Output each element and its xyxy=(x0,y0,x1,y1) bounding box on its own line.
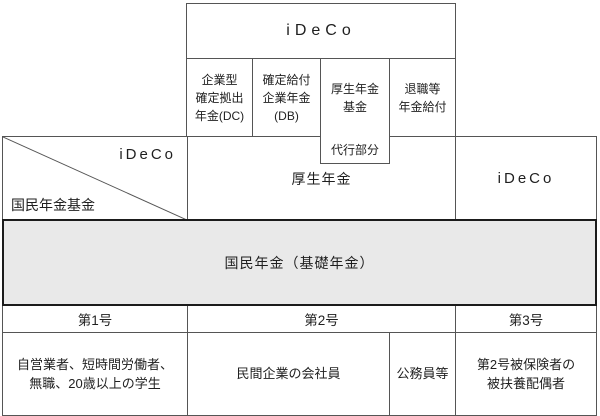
civil-servant-cell: 公務員等 xyxy=(389,332,456,416)
category-no3-cell: 第3号 xyxy=(455,305,597,333)
ideco-spouse-cell: iDeCo xyxy=(455,136,597,221)
diagonal-divider-line xyxy=(3,137,187,220)
daiko-bubun-cell: 代行部分 xyxy=(320,136,390,164)
category-no1-cell: 第1号 xyxy=(2,305,188,333)
retirement-benefit-cell: 退職等 年金給付 xyxy=(389,58,456,137)
corporate-dc-cell: 企業型 確定拠出 年金(DC) xyxy=(186,58,253,137)
self-employed-cell: 自営業者、短時間労働者、 無職、20歳以上の学生 xyxy=(2,332,188,416)
ideco-self-label: iDeCo xyxy=(119,146,176,163)
ideco-kokumin-fund-diagonal-cell: iDeCo 国民年金基金 xyxy=(2,136,188,221)
ideco-top-cell: iDeCo xyxy=(186,3,456,59)
dependent-spouse-cell: 第2号被保険者の 被扶養配偶者 xyxy=(455,332,597,416)
defined-benefit-db-cell: 確定給付 企業年金 (DB) xyxy=(252,58,321,137)
category-no2-cell: 第2号 xyxy=(187,305,456,333)
kosei-fund-cell: 厚生年金 基金 xyxy=(320,58,390,137)
company-employee-cell: 民間企業の会社員 xyxy=(187,332,390,416)
kokumin-fund-label: 国民年金基金 xyxy=(11,197,95,213)
kokumin-nenkin-base-band: 国民年金（基礎年金） xyxy=(2,219,597,306)
